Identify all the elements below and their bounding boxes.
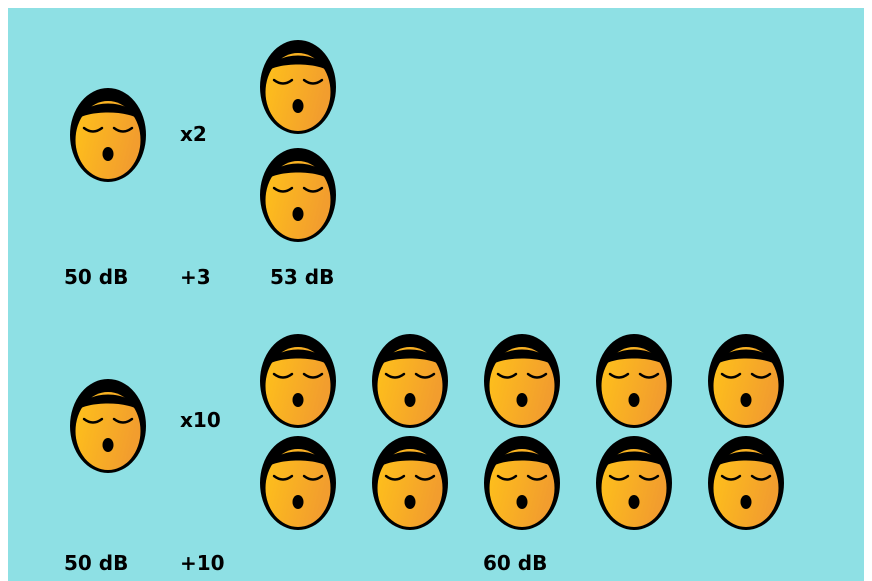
diagram-panel: x2 50 dB +3 53 dB x10 50 dB +10 60 dB bbox=[8, 8, 864, 581]
singing-face-icon bbox=[260, 436, 336, 530]
singing-face-icon bbox=[260, 334, 336, 428]
singing-face-icon bbox=[70, 88, 146, 182]
top-right-level-label: 53 dB bbox=[270, 265, 335, 289]
singing-face-icon bbox=[260, 148, 336, 242]
singing-face-icon bbox=[708, 334, 784, 428]
singing-face-icon bbox=[484, 436, 560, 530]
bottom-right-level-label: 60 dB bbox=[483, 551, 548, 575]
bottom-multiplier-label: x10 bbox=[180, 408, 221, 432]
singing-face-icon bbox=[596, 436, 672, 530]
singing-face-icon bbox=[372, 334, 448, 428]
singing-face-icon bbox=[708, 436, 784, 530]
bottom-left-level-label: 50 dB bbox=[64, 551, 129, 575]
singing-face-icon bbox=[260, 40, 336, 134]
singing-face-icon bbox=[70, 379, 146, 473]
top-increase-label: +3 bbox=[180, 265, 211, 289]
singing-face-icon bbox=[484, 334, 560, 428]
singing-face-icon bbox=[372, 436, 448, 530]
top-multiplier-label: x2 bbox=[180, 122, 207, 146]
bottom-increase-label: +10 bbox=[180, 551, 225, 575]
singing-face-icon bbox=[596, 334, 672, 428]
top-left-level-label: 50 dB bbox=[64, 265, 129, 289]
